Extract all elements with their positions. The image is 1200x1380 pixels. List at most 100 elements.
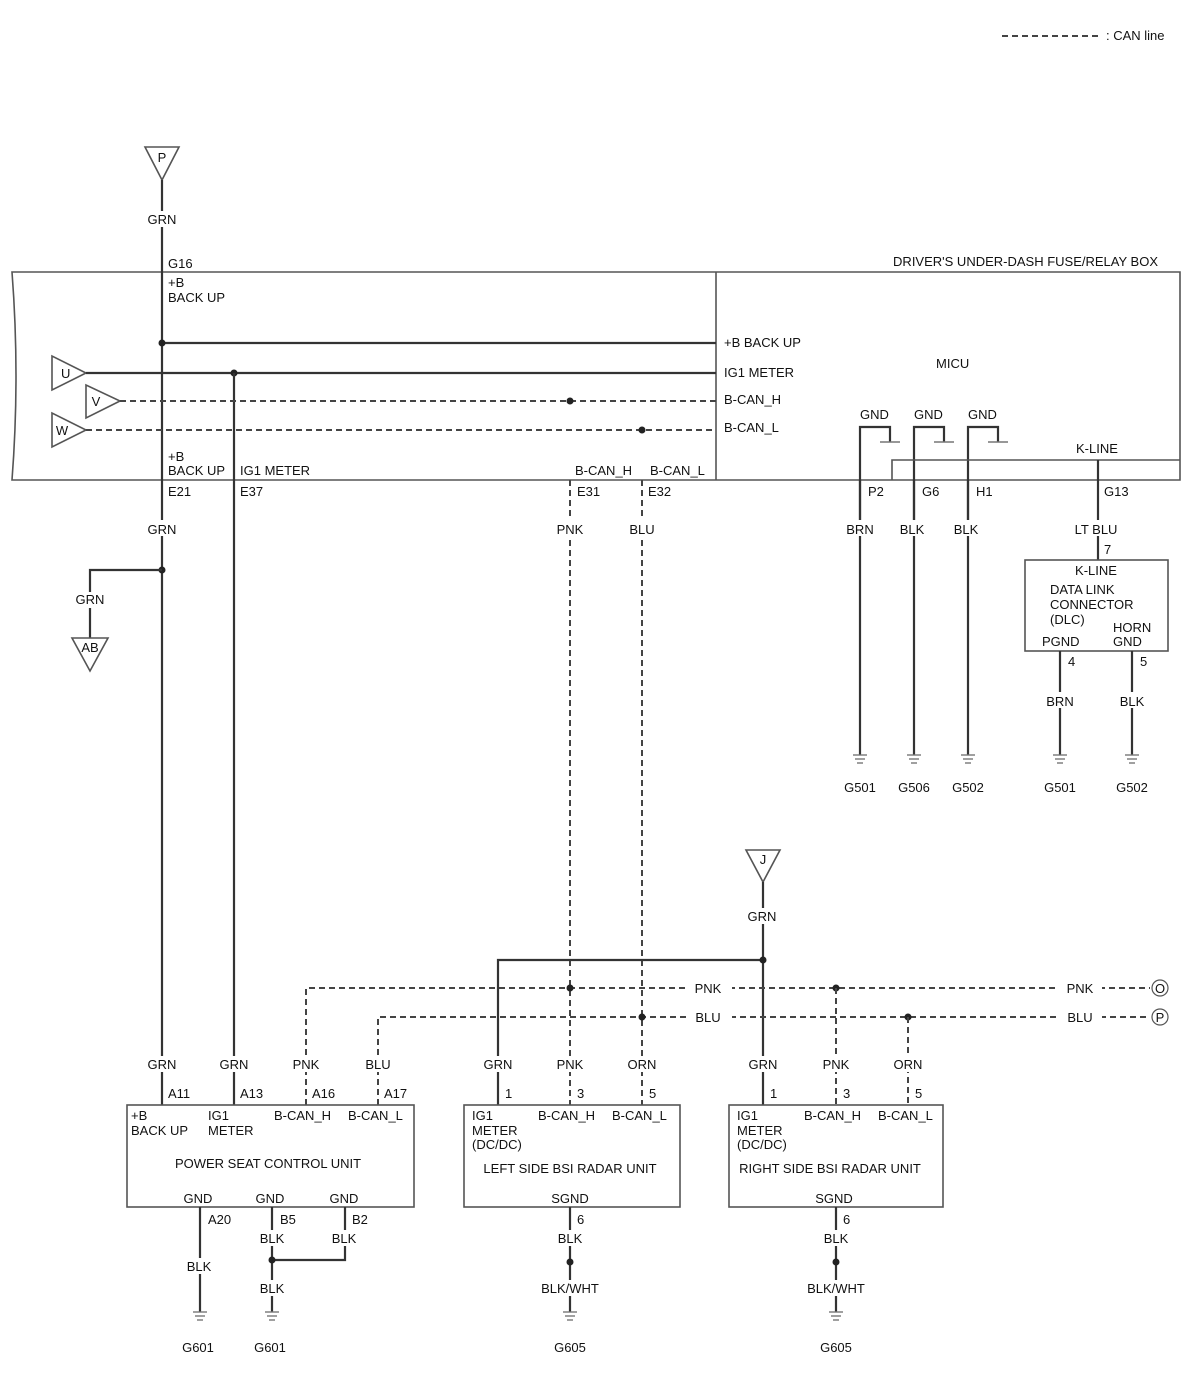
- pin-p2: P2: [868, 484, 884, 499]
- lbsi-pin-6: 6: [577, 1212, 584, 1227]
- dlc-kline: K-LINE: [1075, 563, 1117, 578]
- sig-canl: B-CAN_L: [724, 420, 779, 435]
- micu-grounds: GND GND GND K-LINE P2 G6 H1 G13: [858, 407, 1180, 527]
- psu-gnd-3: GND: [330, 1191, 359, 1206]
- dlc-name-3: (DLC): [1050, 612, 1085, 627]
- pin-h1: H1: [976, 484, 993, 499]
- ground-g605-a: G605: [554, 1340, 586, 1355]
- lbsi-pin-3: 3: [577, 1086, 584, 1101]
- micu-gnd-wire-2: [912, 425, 946, 527]
- rbsi-wire-blk: BLK: [824, 1231, 849, 1246]
- psu-pin-a16: A16: [312, 1086, 335, 1101]
- connector-w: [51, 411, 88, 449]
- psu-ig1-1: IG1: [208, 1108, 229, 1123]
- rbsi-wire-blkwht: BLK/WHT: [807, 1281, 865, 1296]
- psu-gnd-wire-blk-1: BLK: [260, 1231, 285, 1246]
- psu-ig1-2: METER: [208, 1123, 254, 1138]
- micu-gnd-1: GND: [860, 407, 889, 422]
- wire-color-grn-backup: GRN: [148, 522, 177, 537]
- wire-color-brn-p2: BRN: [846, 522, 873, 537]
- micu-gnd-wire-1: [858, 425, 892, 527]
- can-h-bus: [305, 987, 1150, 1105]
- lbsi-canl: B-CAN_L: [612, 1108, 667, 1123]
- rbsi-pin-6: 6: [843, 1212, 850, 1227]
- connector-j-label: J: [760, 852, 767, 867]
- wire-ab: [88, 568, 162, 638]
- splice-j: [759, 956, 767, 964]
- lbsi-pin-5: 5: [649, 1086, 656, 1101]
- psu-gnd-wire-blk-2: BLK: [332, 1231, 357, 1246]
- wire-color-ltblu: LT BLU: [1075, 522, 1118, 537]
- pin-e37: E37: [240, 484, 263, 499]
- dlc-wire-blk: BLK: [1120, 694, 1145, 709]
- psu-pin-a20: A20: [208, 1212, 231, 1227]
- pin-e21: E21: [168, 484, 191, 499]
- rbsi-ig1-1: IG1: [737, 1108, 758, 1123]
- connector-o-right: [1151, 979, 1169, 997]
- power-seat-control-unit: A11 A13 A16 A17 +B BACK UP IG1 METER B-C…: [126, 1086, 415, 1355]
- dlc-pgnd: PGND: [1042, 634, 1080, 649]
- ground-g502-a: G502: [952, 780, 984, 795]
- label-b-top: +B: [168, 275, 184, 290]
- bus-blu-left: BLU: [695, 1010, 720, 1025]
- splice-backup: [158, 339, 166, 347]
- lbsi-wire-blk: BLK: [558, 1231, 583, 1246]
- fuse-box-outline: [11, 271, 1181, 481]
- bus-pnk-left: PNK: [695, 981, 722, 996]
- pin-e32: E32: [648, 484, 671, 499]
- connector-j: [744, 849, 782, 884]
- label-canl-bottom: B-CAN_L: [650, 463, 705, 478]
- psu-gnd-2: GND: [256, 1191, 285, 1206]
- dlc-pin-4: 4: [1068, 654, 1075, 669]
- ground-g506: G506: [898, 780, 930, 795]
- rbsi-pin-3: 3: [843, 1086, 850, 1101]
- wire-color-blk-g6: BLK: [900, 522, 925, 537]
- psu-backup-1: +B: [131, 1108, 147, 1123]
- lbsi-pin-1: 1: [505, 1086, 512, 1101]
- ground-symbols-micu: [853, 754, 975, 764]
- rbsi-wire-grn: GRN: [749, 1057, 778, 1072]
- dlc-name-1: DATA LINK: [1050, 582, 1115, 597]
- right-bsi-radar-unit: 1 3 5 IG1 METER (DC/DC) B-CAN_H B-CAN_L …: [728, 1086, 944, 1355]
- dlc-wire-brn: BRN: [1046, 694, 1073, 709]
- psu-gnd-1: GND: [184, 1191, 213, 1206]
- label-b-bottom: +B: [168, 449, 184, 464]
- ground-g502-b: G502: [1116, 780, 1148, 795]
- rbsi-wire-pnk: PNK: [823, 1057, 850, 1072]
- can-l-bus: [377, 1016, 1150, 1105]
- sig-backup: +B BACK UP: [724, 335, 801, 350]
- psu-wire-grn-2: GRN: [220, 1057, 249, 1072]
- pin-g16: G16: [168, 256, 193, 271]
- wire-color-grn-ab: GRN: [76, 592, 105, 607]
- psu-name: POWER SEAT CONTROL UNIT: [175, 1156, 361, 1171]
- micu-kline-bracket: [891, 459, 1180, 480]
- label-canh-bottom: B-CAN_H: [575, 463, 632, 478]
- connector-ab-label: AB: [81, 640, 98, 655]
- ground-g601-b: G601: [254, 1340, 286, 1355]
- lbsi-wire-blkwht: BLK/WHT: [541, 1281, 599, 1296]
- left-bsi-radar-unit: 1 3 5 IG1 METER (DC/DC) B-CAN_H B-CAN_L …: [463, 1086, 681, 1355]
- pin-g6: G6: [922, 484, 939, 499]
- pin-e31: E31: [577, 484, 600, 499]
- legend-label: : CAN line: [1106, 28, 1165, 43]
- ground-g501-a: G501: [844, 780, 876, 795]
- dlc-pin-5: 5: [1140, 654, 1147, 669]
- lbsi-sgnd: SGND: [551, 1191, 589, 1206]
- fuse-box-title: DRIVER'S UNDER-DASH FUSE/RELAY BOX: [893, 254, 1158, 269]
- splice-canl: [638, 426, 646, 434]
- connector-o-label: O: [1155, 981, 1165, 996]
- fuse-relay-box: DRIVER'S UNDER-DASH FUSE/RELAY BOX MICU: [11, 254, 1181, 481]
- psu-pin-a17: A17: [384, 1086, 407, 1101]
- dlc-gnd: GND: [1113, 634, 1142, 649]
- lbsi-name: LEFT SIDE BSI RADAR UNIT: [483, 1161, 656, 1176]
- lbsi-box: [463, 1104, 681, 1208]
- connector-p-right-label: P: [1156, 1010, 1165, 1025]
- rbsi-wire-orn: ORN: [894, 1057, 923, 1072]
- psu-gnd-wire-blk-3: BLK: [187, 1259, 212, 1274]
- rbsi-pin-1: 1: [770, 1086, 777, 1101]
- rbsi-canl: B-CAN_L: [878, 1108, 933, 1123]
- connector-u-label: U: [61, 366, 70, 381]
- psu-canl: B-CAN_L: [348, 1108, 403, 1123]
- connector-p-top: [143, 146, 181, 182]
- rbsi-sgnd: SGND: [815, 1191, 853, 1206]
